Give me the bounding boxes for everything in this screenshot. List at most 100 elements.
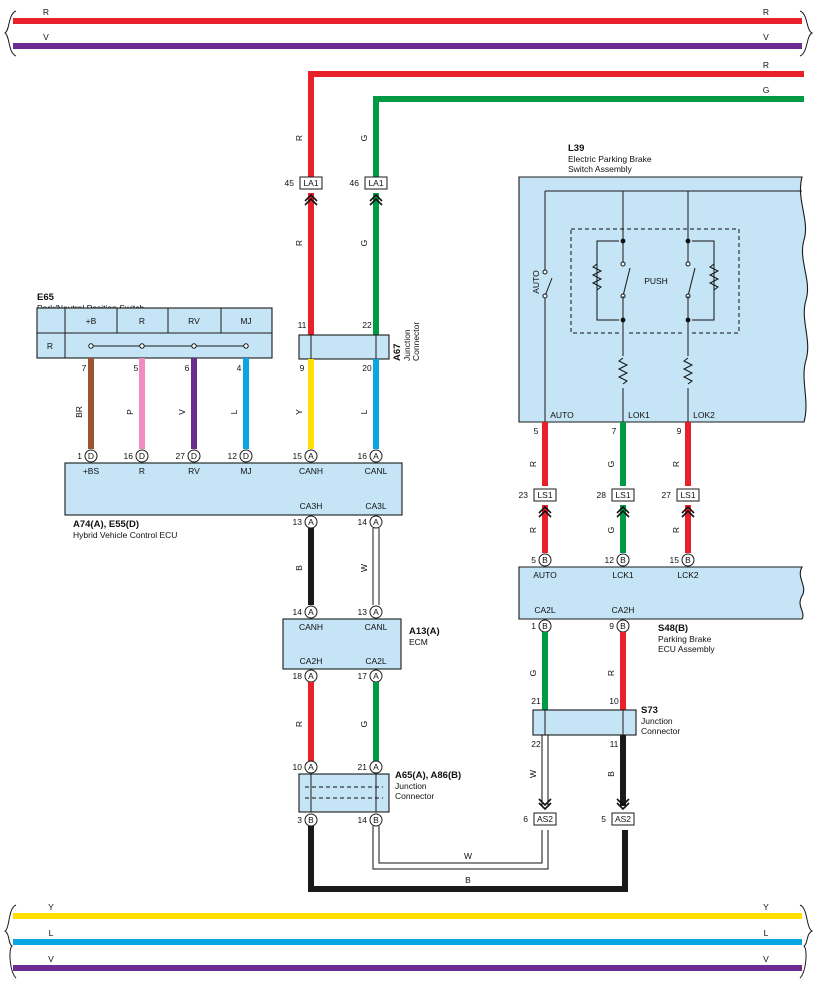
pin-number: 1 (77, 451, 82, 461)
bus-label: R (763, 7, 769, 17)
wire-color-label: G (606, 461, 616, 468)
wire-color-label: R (606, 670, 616, 676)
pin-number: 21 (531, 696, 541, 706)
bottom-bus-l: L L (13, 928, 802, 945)
pin-number: 14 (358, 517, 368, 527)
chevron-up-icon (369, 193, 383, 206)
wire-color-label: V (177, 409, 187, 415)
a67-junction-connector: 11 22 9 20 A67 Junction Connector (298, 320, 421, 373)
bus-label: R (43, 7, 49, 17)
pin-letter: B (373, 815, 379, 825)
pin-label: +BS (83, 466, 100, 476)
pin-letter: D (191, 451, 197, 461)
component-name: ECU Assembly (658, 644, 715, 654)
pin-number: 11 (298, 320, 307, 330)
chevron-up-icon (538, 505, 552, 518)
component-name: Switch Assembly (568, 164, 633, 174)
ecu-pin: B 12 LCK1 (605, 553, 634, 580)
column-header: RV (188, 316, 200, 326)
wire-color-label: BR (74, 406, 84, 418)
chevron-down-icon (616, 798, 630, 811)
pin-number: 1 (531, 621, 536, 631)
pin-label: CANH (299, 466, 323, 476)
as2-connector: AS2 6 AS2 5 (523, 812, 635, 826)
wire-color-label: B (294, 565, 304, 571)
component-name: Junction (402, 329, 412, 361)
top-bus-r: R R (13, 7, 802, 24)
pin-number: 14 (358, 815, 368, 825)
junction-pin: A 10 (293, 760, 318, 774)
pin-number: 9 (609, 621, 614, 631)
junction-pin: B 14 (358, 813, 383, 827)
pin-number: 45 (285, 178, 295, 188)
bottom-bus-y: Y Y (13, 902, 802, 919)
connector-label: AS2 (615, 814, 631, 824)
bus-label: Y (763, 902, 769, 912)
pin-number: 18 (293, 671, 303, 681)
junction-pin: A 21 (358, 760, 383, 774)
component-name: Junction (641, 716, 673, 726)
bus-brace-left (4, 904, 17, 979)
pin-number: 7 (612, 426, 617, 436)
pin-number: 12 (605, 555, 615, 565)
wire-color-label: R (671, 527, 681, 533)
pin-letter: B (542, 555, 548, 565)
component-name: ECM (409, 637, 428, 647)
row-label: R (47, 341, 53, 351)
resistor-icon (682, 357, 694, 385)
pin-number: 5 (534, 426, 539, 436)
wire-color-label: W (464, 851, 472, 861)
top-bus-v: V V (13, 32, 802, 49)
resistor-icon (617, 357, 629, 385)
hybrid-vehicle-control-ecu: D 1 +BS D 16 R D 27 RV D 12 MJ A 15 CANH (64, 449, 403, 540)
component-code: E65 (37, 292, 55, 303)
bus-label: L (764, 928, 769, 938)
l39-parking-brake-switch: L39 Electric Parking Brake Switch Assemb… (518, 143, 809, 423)
pin-label: CA2L (534, 605, 556, 615)
pin-label: CA3H (300, 501, 323, 511)
bus-label: V (48, 954, 54, 964)
pin-letter: B (620, 555, 626, 565)
ecu-pin: A 16 CANL (358, 449, 388, 476)
bus-label: V (763, 954, 769, 964)
wire-color-label: Y (294, 409, 304, 415)
pin-number: 9 (677, 426, 682, 436)
feed-line-r: R (308, 60, 804, 180)
wire-color-label: B (606, 771, 616, 777)
bus-brace-right (799, 904, 814, 979)
pin-number: 21 (358, 762, 368, 772)
s48-parking-brake-ecu: B 5 AUTO B 12 LCK1 B 15 LCK2 CA2L CA2H B… (518, 553, 805, 654)
pin-label: LCK2 (677, 570, 699, 580)
pin-letter: A (373, 451, 379, 461)
pin-number: 27 (662, 490, 672, 500)
link-w: W (372, 826, 549, 870)
ecu-pin: D 12 MJ (228, 449, 253, 476)
wire-color-label: G (763, 85, 770, 95)
feed-line-g: G (373, 85, 804, 180)
component-code: A13(A) (409, 626, 440, 637)
connector-label: AS2 (537, 814, 553, 824)
ecu-pin: A 15 CANH (293, 449, 323, 476)
pin-label: RV (188, 466, 200, 476)
column-header: R (139, 316, 145, 326)
pin-letter: B (308, 815, 314, 825)
bus-label: V (763, 32, 769, 42)
switch-label: PUSH (644, 276, 668, 286)
component-code: S48(B) (658, 623, 688, 634)
s73-junction-connector: 21 10 22 11 S73 Junction Connector (531, 696, 680, 749)
resistor-icon (591, 263, 603, 291)
bus-label: Y (48, 902, 54, 912)
pin-label: LCK1 (612, 570, 634, 580)
pin-number: 5 (601, 814, 606, 824)
pin-label: CANL (365, 466, 388, 476)
pin-letter: A (308, 762, 314, 772)
component-code: L39 (568, 143, 584, 154)
pin-letter: A (373, 762, 379, 772)
pin-label: R (139, 466, 145, 476)
resistor-icon (708, 263, 720, 291)
pin-number: 13 (293, 517, 303, 527)
chevron-up-icon (616, 505, 630, 518)
pin-number: 6 (523, 814, 528, 824)
pin-number: 12 (228, 451, 238, 461)
